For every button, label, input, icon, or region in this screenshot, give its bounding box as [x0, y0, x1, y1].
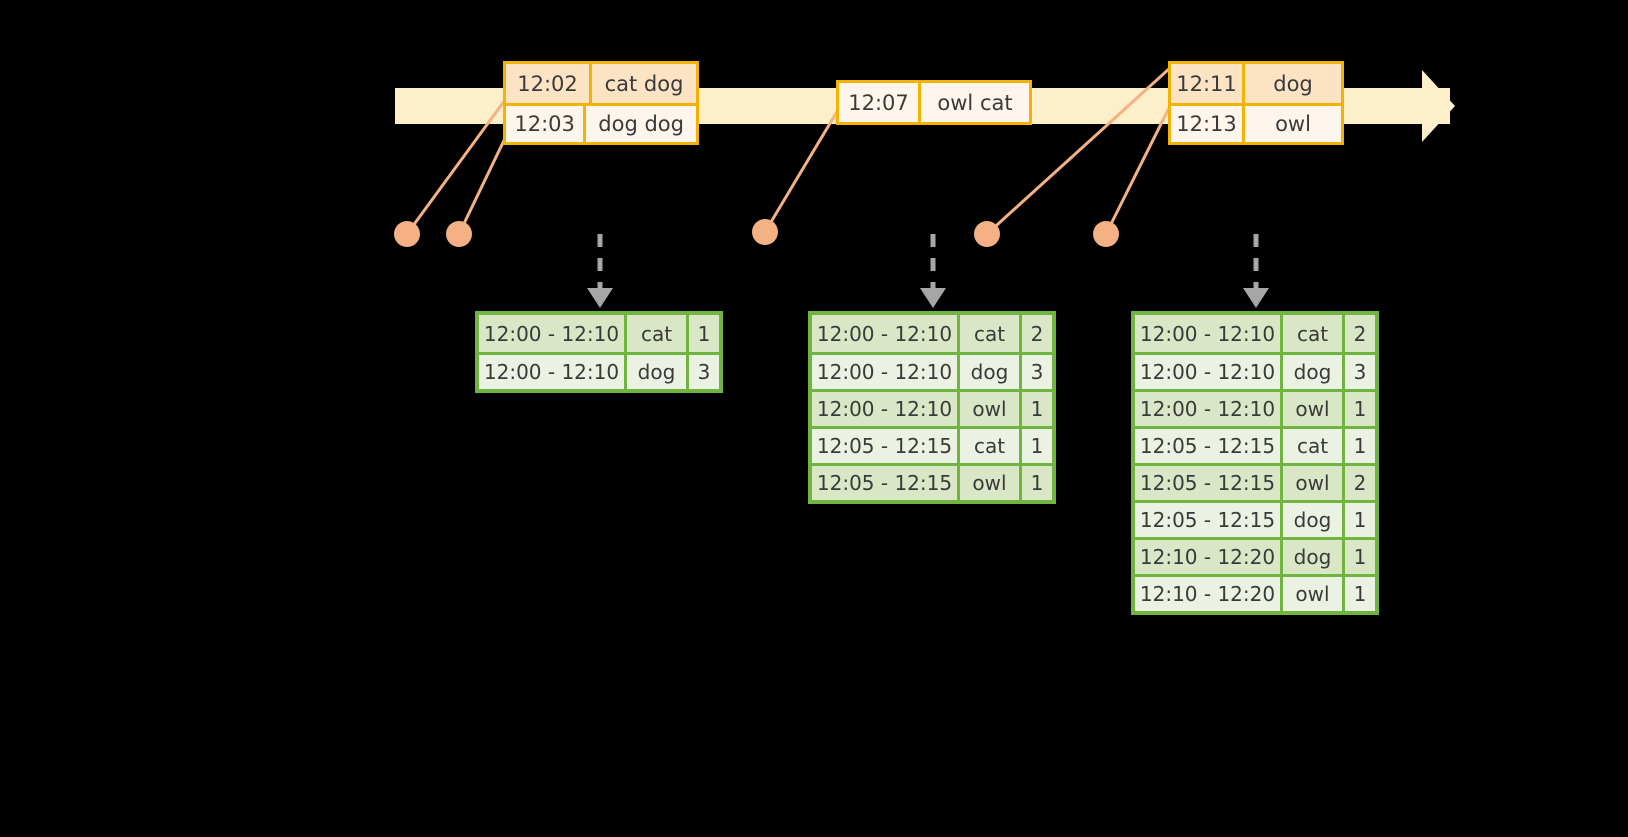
result-count: 2	[1030, 321, 1044, 346]
event-group-1[interactable]: 12:02 cat dog 12:03 dog dog	[503, 61, 699, 145]
result-count: 3	[697, 360, 711, 384]
timeline-arrowhead-icon	[1422, 70, 1455, 142]
result-key: cat	[1283, 315, 1345, 352]
event-time: 12:11	[1171, 64, 1245, 103]
event-row[interactable]: 12:07 owl cat	[839, 83, 1029, 122]
event-group-3[interactable]: 12:11 dog 12:13 owl	[1168, 61, 1344, 145]
result-key: dog	[1283, 540, 1345, 574]
result-count: 1	[1030, 434, 1044, 458]
event-payload: owl cat	[937, 90, 1013, 115]
result-key: cat	[960, 315, 1022, 352]
result-window: 12:05 - 12:15	[1135, 503, 1283, 537]
result-window: 12:00 - 12:10	[1135, 355, 1283, 389]
result-window: 12:00 - 12:10	[479, 355, 627, 389]
event-row[interactable]: 12:11 dog	[1171, 64, 1341, 103]
result-count: 1	[1353, 434, 1367, 458]
result-count: 1	[1030, 397, 1044, 421]
event-time: 12:03	[506, 106, 587, 142]
result-key: owl	[960, 466, 1022, 500]
result-key: cat	[960, 429, 1022, 463]
result-key: dog	[627, 355, 689, 389]
result-window: 12:00 - 12:10	[479, 315, 627, 352]
connector-line-3	[763, 109, 840, 233]
result-count: 1	[1353, 508, 1367, 532]
result-window: 12:00 - 12:10	[1135, 392, 1283, 426]
event-row[interactable]: 12:03 dog dog	[506, 103, 696, 142]
event-time: 12:02	[506, 64, 592, 103]
event-group-2[interactable]: 12:07 owl cat	[836, 80, 1032, 125]
result-key: cat	[1283, 429, 1345, 463]
event-row[interactable]: 12:02 cat dog	[506, 64, 696, 103]
down-arrow-2-head-icon	[920, 288, 946, 308]
event-payload: dog dog	[598, 112, 684, 136]
result-window: 12:05 - 12:15	[812, 466, 960, 500]
result-window: 12:00 - 12:10	[812, 392, 960, 426]
result-count: 1	[697, 321, 711, 346]
connector-dot-3	[752, 219, 778, 245]
result-key: owl	[1283, 392, 1345, 426]
result-key: owl	[960, 392, 1022, 426]
event-payload: owl	[1275, 112, 1311, 136]
result-count: 3	[1030, 360, 1044, 384]
event-payload: cat dog	[604, 71, 684, 96]
result-window: 12:10 - 12:20	[1135, 540, 1283, 574]
result-count: 1	[1030, 471, 1044, 495]
result-window: 12:05 - 12:15	[1135, 466, 1283, 500]
connector-dots-group	[394, 219, 1119, 247]
event-row[interactable]: 12:13 owl	[1171, 103, 1341, 142]
result-key: owl	[1283, 466, 1345, 500]
result-key: dog	[960, 355, 1022, 389]
event-payload: dog	[1273, 71, 1313, 96]
connector-dot-2	[446, 221, 472, 247]
connector-dot-5	[1093, 221, 1119, 247]
result-key: cat	[627, 315, 689, 352]
result-window: 12:00 - 12:10	[812, 355, 960, 389]
result-window: 12:05 - 12:15	[812, 429, 960, 463]
result-count: 2	[1353, 471, 1367, 495]
down-arrow-3-head-icon	[1243, 288, 1269, 308]
event-time: 12:13	[1171, 106, 1245, 142]
result-window: 12:00 - 12:10	[1135, 315, 1283, 352]
result-key: dog	[1283, 355, 1345, 389]
result-count: 1	[1353, 545, 1367, 569]
result-window: 12:10 - 12:20	[1135, 577, 1283, 611]
connector-dot-1	[394, 221, 420, 247]
connector-line-2	[457, 129, 511, 235]
down-arrow-1-head-icon	[587, 288, 613, 308]
connector-dot-4	[974, 221, 1000, 247]
down-arrows-group	[587, 234, 1269, 308]
result-key: owl	[1283, 577, 1345, 611]
result-count: 3	[1353, 360, 1367, 384]
result-count: 1	[1353, 397, 1367, 421]
result-window: 12:05 - 12:15	[1135, 429, 1283, 463]
result-window: 12:00 - 12:10	[812, 315, 960, 352]
event-time: 12:07	[839, 83, 921, 122]
result-count: 1	[1353, 582, 1367, 606]
result-key: dog	[1283, 503, 1345, 537]
result-count: 2	[1353, 321, 1367, 346]
